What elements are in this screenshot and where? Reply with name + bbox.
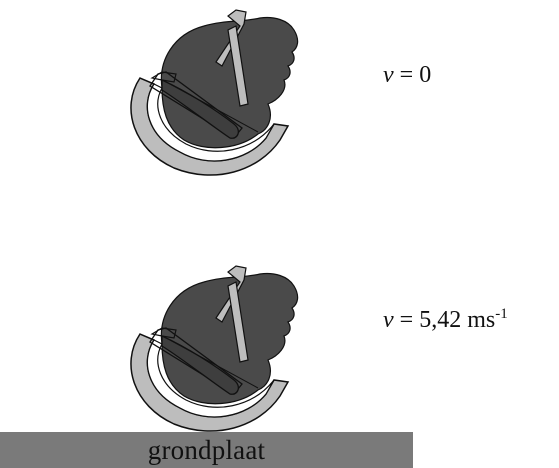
helmet-head-drawing: [130, 265, 299, 432]
velocity-unit: ms: [467, 307, 496, 333]
helmet-head-drawing: [130, 9, 299, 176]
helmet-head-figure-bottom: [130, 265, 299, 432]
velocity-symbol: v: [383, 62, 394, 88]
velocity-symbol: v: [383, 307, 394, 333]
velocity-label-top: v = 0: [383, 62, 431, 89]
ground-plate: grondplaat: [0, 432, 413, 468]
velocity-value: = 0: [393, 62, 432, 88]
velocity-label-bottom: v = 5,42 ms-1: [383, 306, 508, 334]
ground-plate-label: grondplaat: [147, 434, 266, 465]
velocity-value: = 5,42: [393, 307, 468, 333]
helmet-head-figure-top: [130, 9, 299, 176]
velocity-unit-exponent: -1: [495, 306, 508, 322]
